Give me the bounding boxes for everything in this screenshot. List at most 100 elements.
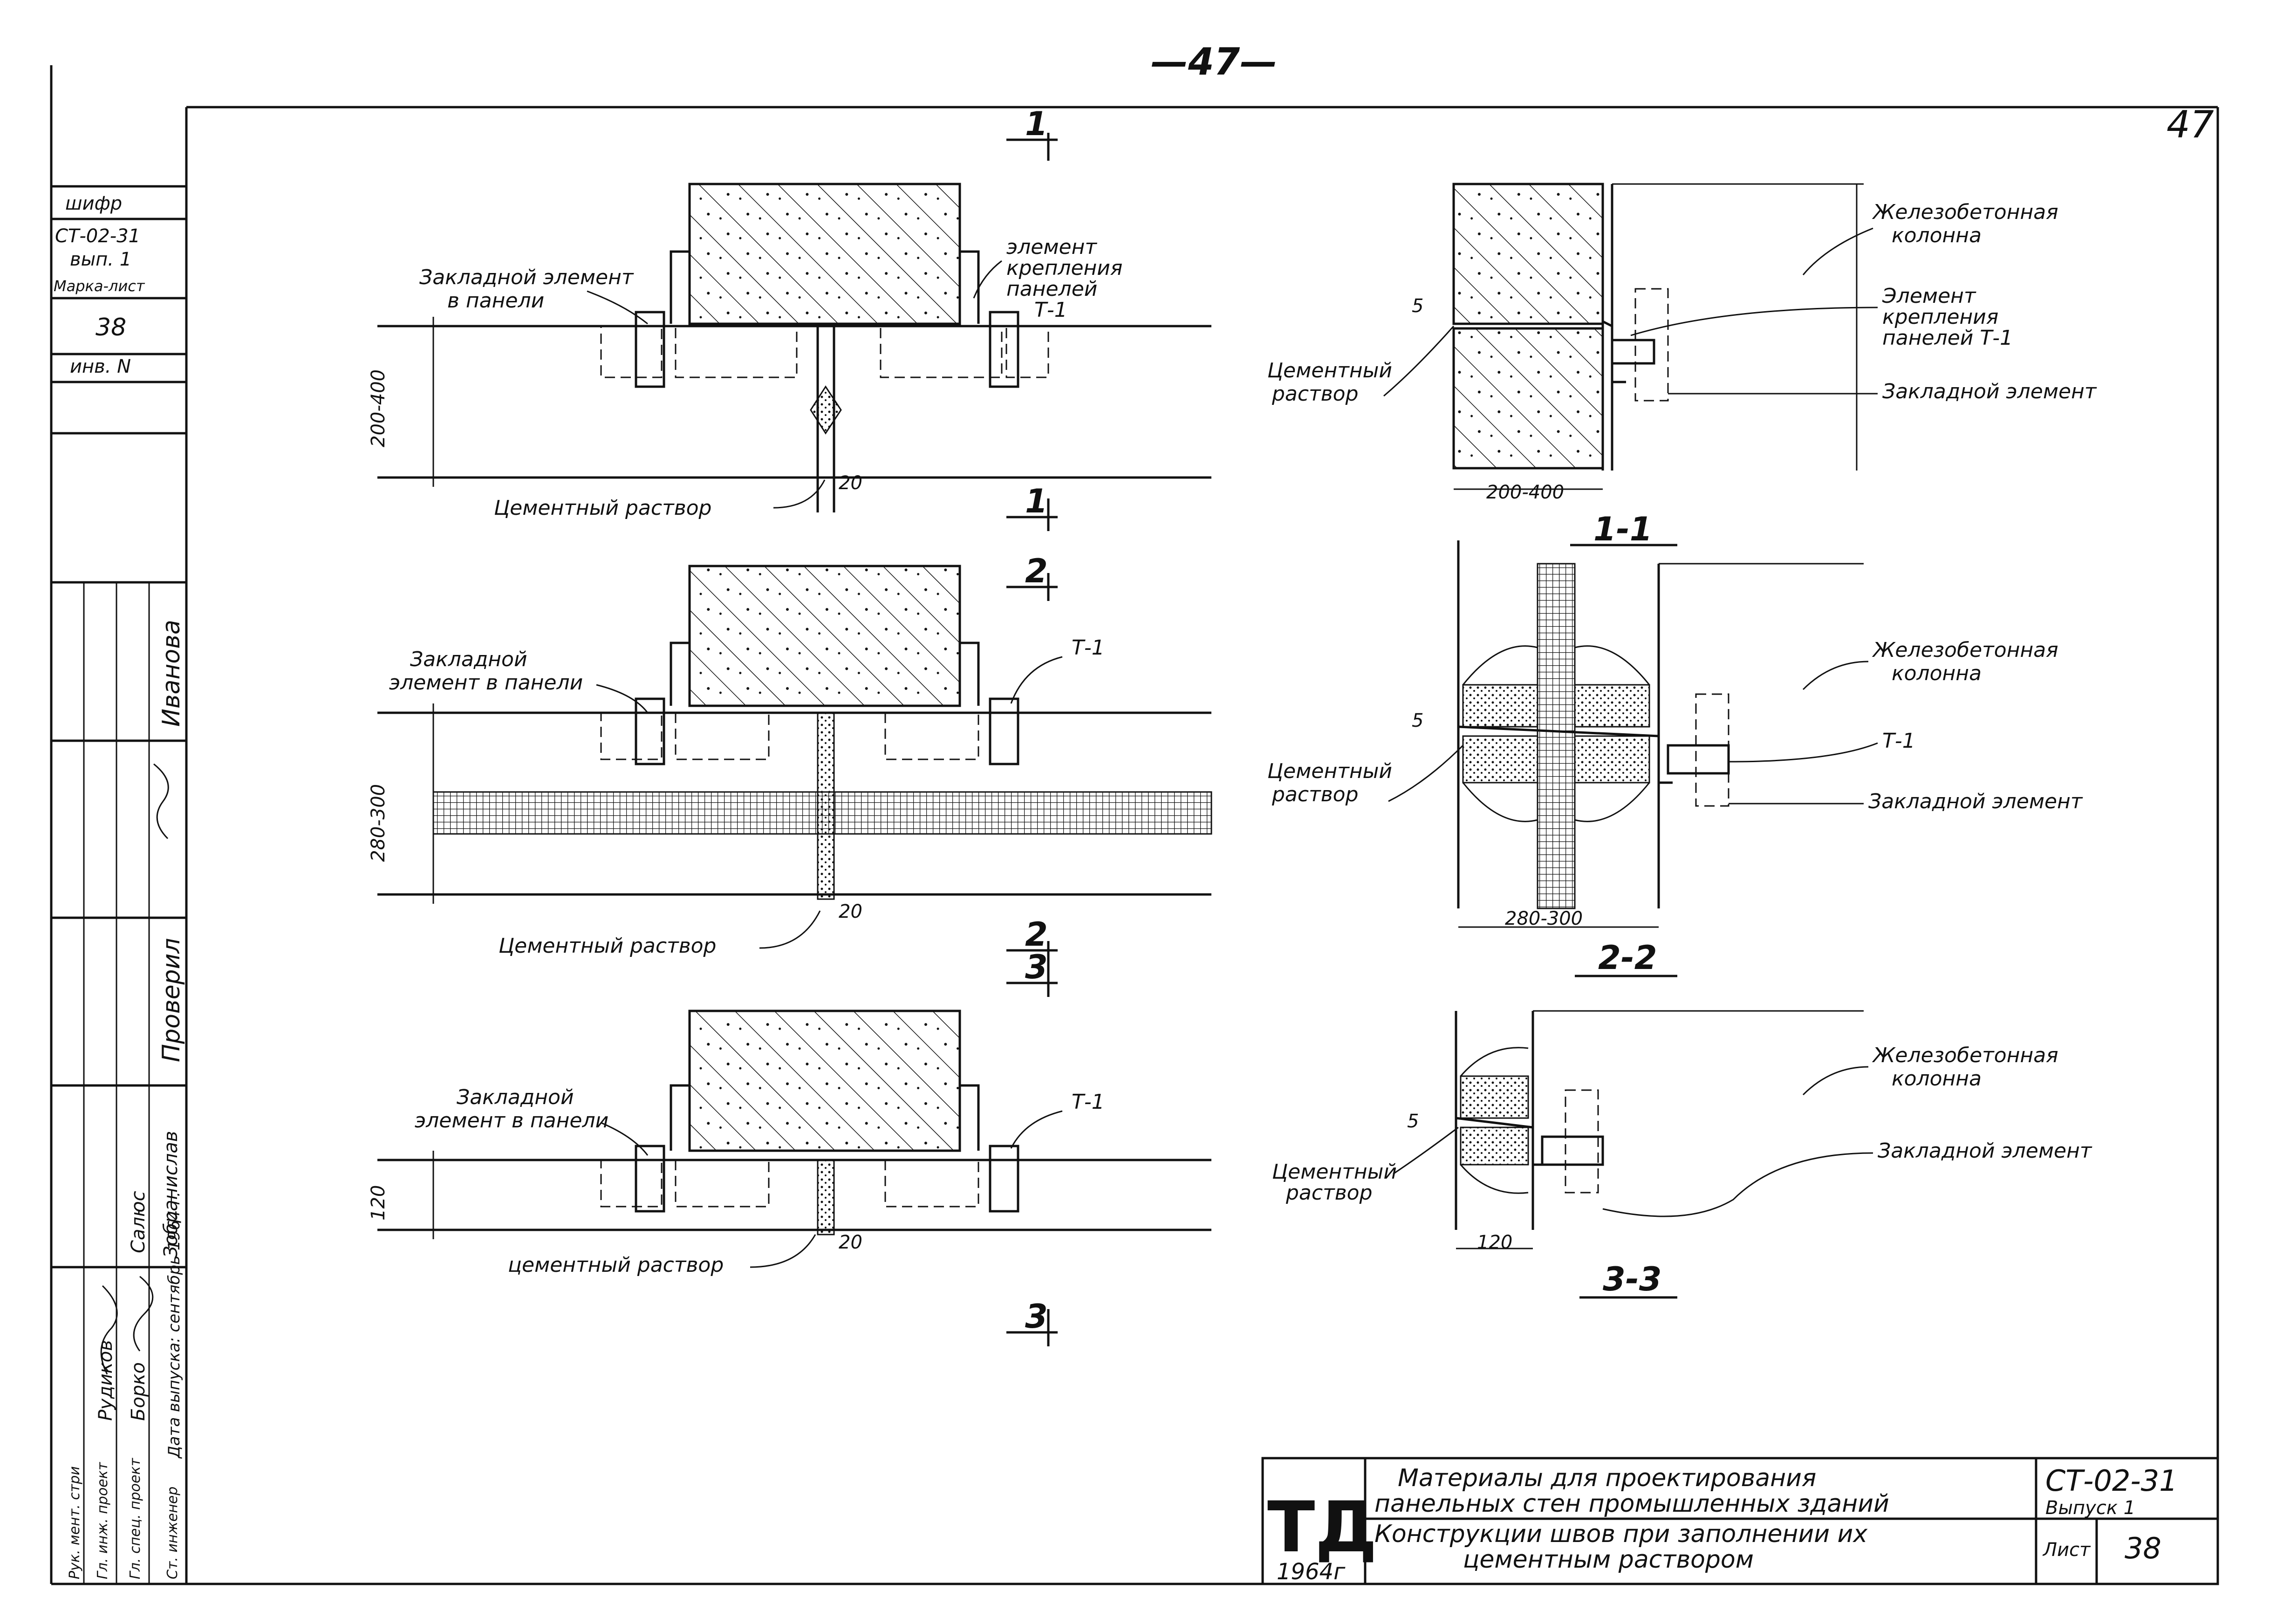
d2-embedded-label-1: Закладной [410,648,527,671]
marker-2-top: 2 [1025,552,1048,590]
stamp-name-4: Салюс [128,1191,149,1253]
s33-mortar-label-1: Цементный [1272,1160,1397,1184]
d1-fastening-label-3: панелей [1006,277,1097,301]
d2-t1-label: Т-1 [1072,636,1105,660]
s22-t1-label: Т-1 [1882,729,1915,753]
tb-line2: панельных стен промышленных зданий [1374,1490,1889,1518]
detail-1: Закладной элемент в панели элемент крепл… [368,183,1211,520]
s22-dim-gap: 5 [1412,710,1423,731]
marker-2-bottom: 2 [1025,915,1048,954]
mortar-joint [817,712,835,900]
stamp-name-6: Рудиков [95,1340,116,1421]
tb-logo: ТД [1267,1487,1377,1568]
stamp-series: СТ-02-31 [55,225,140,247]
d1-embedded-label-2: в панели [447,289,544,313]
detail-3: Закладной элемент в панели Т-1 цементный… [368,1010,1211,1277]
d1-fastening-label-1: элемент [1006,235,1097,259]
d3-mortar-label: цементный раствор [508,1253,724,1277]
d2-dim-joint: 20 [839,901,862,922]
marker-3-top: 3 [1025,948,1048,986]
tb-line1: Материалы для проектирования [1398,1464,1816,1492]
stamp-release-date: Дата выпуска: сентябрь 1964 г. [165,1192,184,1459]
s11-column-label-1: Железобетонная [1872,200,2058,224]
s11-fastening-label-3: панелей Т-1 [1882,326,2013,350]
s33-column-label-1: Железобетонная [1872,1044,2058,1067]
s22-mortar-label-1: Цементный [1267,759,1392,783]
s11-dim-gap: 5 [1412,295,1423,317]
d1-mortar-label: Цементный раствор [494,496,711,520]
d1-dim-joint: 20 [839,472,862,494]
embedded-plate [635,311,665,388]
bolt [1541,1135,1604,1166]
s11-mortar-label-1: Цементный [1267,359,1392,382]
tb-line4: цементным раствором [1463,1546,1754,1574]
s11-fastening-label-2: крепления [1882,305,1998,329]
page-number: —47— [1151,40,1277,83]
mortar-joint [817,1159,835,1235]
column-body [688,183,961,325]
s33-embedded-label: Закладной элемент [1878,1139,2092,1163]
d3-embedded-label-1: Закладной [457,1085,574,1109]
s22-column-label-2: колонна [1892,662,1982,685]
corner-number: 47 [2167,103,2214,146]
s22-column-label-1: Железобетонная [1872,638,2058,662]
stamp-name-3: Зобранислав [160,1131,182,1258]
section-3-3: 120 5 3-3 Железобетонная колонна Закладн… [1272,1010,2092,1299]
fastening-angle [670,250,980,324]
stamp-name-2: Проверил [157,938,185,1062]
tb-logo-year: 1964г [1277,1559,1346,1585]
column-body [688,1010,961,1152]
stamp-issue: вып. 1 [70,249,131,270]
marker-1-top: 1 [1025,105,1048,143]
insulation-layer [1537,563,1576,909]
d1-fastening-label-4: Т-1 [1034,298,1067,322]
tb-series: СТ-02-31 [2045,1464,2178,1498]
stamp-mark-sheet-label: Марка-лист [54,277,145,295]
d1-fastening-label-2: крепления [1006,256,1122,280]
section-1-1: 1-1 200-400 5 Железобетонная колонна Эле… [1267,183,2097,548]
title-block: ТД 1964г Материалы для проектирования па… [1261,1457,2219,1585]
tb-issue: Выпуск 1 [2045,1497,2135,1519]
stamp-signature [100,763,169,1375]
panel-section [1452,183,1604,325]
s22-dim-width: 280-300 [1505,908,1583,929]
s33-dim-width: 120 [1477,1232,1512,1253]
s11-mortar-label-2: раствор [1271,382,1359,406]
section-2-2: 280-300 5 2-2 Железобетонная колонна Т-1… [1267,540,2083,977]
tb-sheet-label: Лист [2042,1539,2091,1561]
s33-title: 3-3 [1603,1260,1661,1298]
s11-column-label-2: колонна [1892,224,1982,247]
detail-2: Закладной элемент в панели Т-1 Цементный… [368,565,1212,958]
stamp-role-1: Рук. мент. стри [67,1466,83,1579]
marker-3-bottom: 3 [1025,1297,1048,1336]
stamp-cipher-label: шифр [65,193,122,214]
d2-embedded-label-2: элемент в панели [389,671,583,695]
bolt [1611,339,1655,365]
column-body [688,565,961,707]
tb-line3: Конструкции швов при заполнении их [1374,1520,1868,1548]
mortar-joint [810,385,842,435]
d3-t1-label: Т-1 [1072,1090,1105,1114]
stamp-role-3: Гл. спец. проект [127,1457,144,1579]
d2-mortar-label: Цементный раствор [499,934,716,958]
s22-title: 2-2 [1598,939,1657,977]
stamp-role-2: Гл. инж. проект [95,1461,111,1579]
fastening-angle [1602,320,1626,383]
tb-sheet-number: 38 [2125,1531,2161,1565]
s11-fastening-label-1: Элемент [1882,284,1976,308]
d3-dim-joint: 20 [839,1232,862,1253]
section-marker-2: 2 2 3 [1006,552,1058,997]
s22-embedded-label: Закладной элемент [1868,790,2083,813]
s22-mortar-label-2: раствор [1271,783,1359,806]
stamp-mark-sheet: 38 [96,314,126,341]
bolt [1667,744,1730,775]
s11-dim-width: 200-400 [1486,482,1564,503]
stamp-name-1: Иванова [157,620,185,727]
stamp-inv-label: инв. N [70,356,131,377]
d3-embedded-label-2: элемент в панели [415,1109,608,1133]
embedded-plate [989,311,1019,388]
d1-embedded-label-1: Закладной элемент [419,266,634,289]
d1-dim-height: 200-400 [368,369,389,447]
stamp-role-4: Ст. инженер [164,1487,181,1579]
